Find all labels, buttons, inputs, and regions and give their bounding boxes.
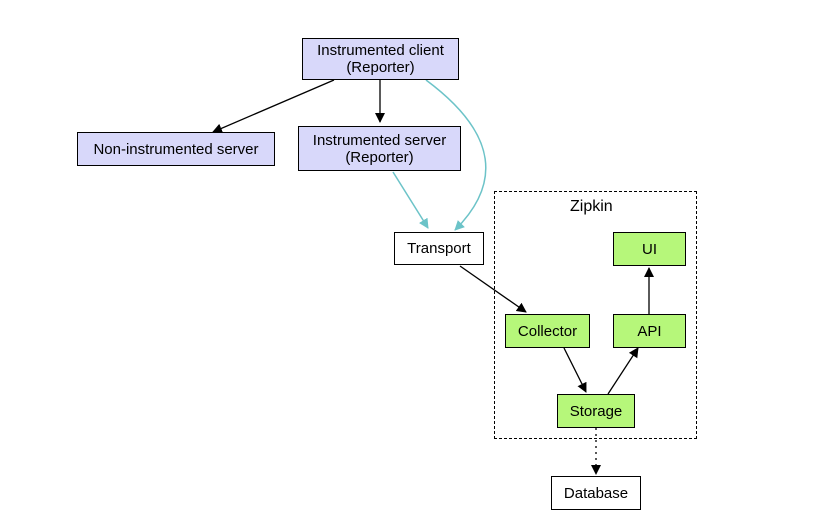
node-non-instrumented-server: Non-instrumented server <box>77 132 275 166</box>
node-ui-label: UI <box>642 240 657 258</box>
node-storage: Storage <box>557 394 635 428</box>
edge-collector-to-storage <box>563 347 587 393</box>
node-ui: UI <box>613 232 686 266</box>
node-instrumented-client-line1: Instrumented client <box>317 42 444 59</box>
node-api: API <box>613 314 686 348</box>
node-api-label: API <box>637 322 662 340</box>
node-instrumented-client: Instrumented client (Reporter) <box>302 38 459 80</box>
node-database: Database <box>551 476 641 510</box>
node-storage-label: Storage <box>569 402 623 420</box>
zipkin-cluster: Zipkin <box>494 191 697 439</box>
node-non-instrumented-server-label: Non-instrumented server <box>93 140 259 158</box>
edge-transport-to-collector <box>459 265 527 313</box>
node-instrumented-server-line2: (Reporter) <box>345 148 414 166</box>
node-collector: Collector <box>505 314 590 348</box>
zipkin-cluster-label: Zipkin <box>570 198 613 215</box>
edge-storage-to-api <box>607 347 639 395</box>
node-instrumented-server: Instrumented server (Reporter) <box>298 126 461 171</box>
node-transport-label: Transport <box>407 240 471 257</box>
node-database-label: Database <box>563 484 629 502</box>
node-transport: Transport <box>394 232 484 265</box>
edge-client-to-noninstrumented <box>212 79 335 134</box>
node-instrumented-client-line2: (Reporter) <box>346 59 415 76</box>
edge-client-to-transport <box>425 79 487 231</box>
edge-server-to-transport <box>392 171 429 229</box>
node-instrumented-server-line1: Instrumented server <box>312 131 447 149</box>
node-collector-label: Collector <box>517 322 578 340</box>
